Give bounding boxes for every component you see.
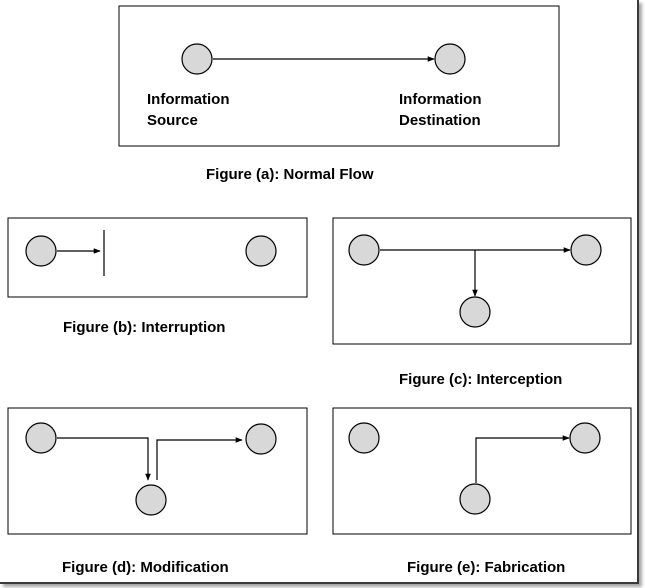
figure-d-intercept-arrow [57,437,151,481]
figure-e-fabricator-node [459,483,491,515]
figure-a-destination-node [434,43,466,75]
figure-e-source-node [348,422,380,454]
figure-b-interruption: Figure (b): Interruption [7,217,308,336]
figure-c-source-node [348,234,380,266]
figure-b-source-node [25,235,57,267]
figure-a-source-node [181,43,213,75]
figure-a-source-label-2: Source [147,112,198,129]
figure-a-destination-label-1: Information [399,91,482,108]
figure-c-caption: Figure (c): Interception [399,371,562,388]
figure-d-destination-node [245,423,277,455]
figure-d-modified-arrow [156,437,243,480]
figure-a-destination-label-2: Destination [399,112,481,129]
figure-e-caption: Figure (e): Fabrication [407,559,565,576]
figure-a-source-label-1: Information [147,91,230,108]
figure-b-destination-node [245,235,277,267]
figure-a-normal-flow: Information Source Information Destinati… [118,5,560,183]
figure-e-destination-node [569,422,601,454]
figure-e-fabrication: Figure (e): Fabrication [332,407,632,576]
figure-c-interceptor-node [459,296,491,328]
figure-a-box [118,5,560,147]
figure-b-caption: Figure (b): Interruption [63,319,225,336]
figure-a-caption: Figure (a): Normal Flow [206,166,374,183]
figure-d-modifier-node [135,484,167,516]
figure-d-modification: Figure (d): Modification [7,407,308,576]
figure-d-source-node [25,422,57,454]
figure-e-fabricated-arrow [475,435,570,483]
figure-c-interception: Figure (c): Interception [332,217,632,388]
figure-c-destination-node [570,234,602,266]
figure-d-caption: Figure (d): Modification [62,559,229,576]
